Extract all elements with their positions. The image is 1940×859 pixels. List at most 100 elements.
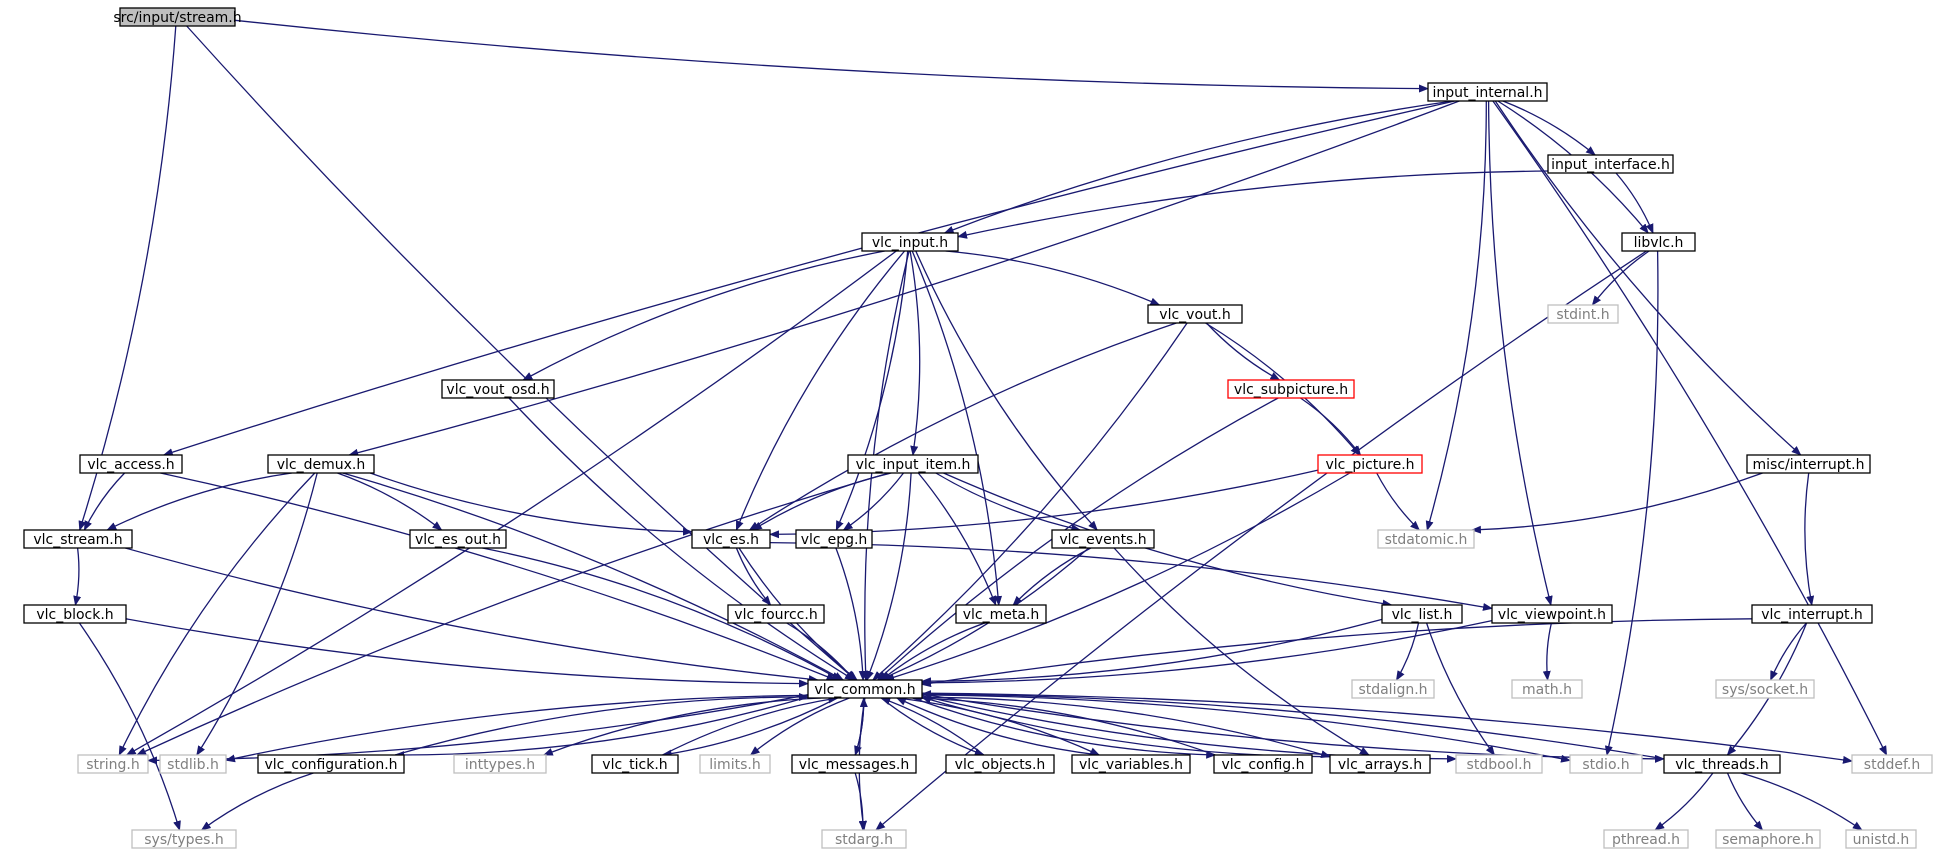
node-label: misc/interrupt.h — [1753, 457, 1865, 473]
node-vlc-events[interactable]: vlc_events.h — [1051, 529, 1155, 549]
edge-vlc_input-to-vlc_epg — [835, 250, 909, 531]
edge-vlc_es-to-vlc_fourcc — [735, 547, 772, 606]
node-label: pthread.h — [1612, 832, 1680, 848]
node-label: vlc_arrays.h — [1338, 757, 1422, 773]
node-vlc-subpicture[interactable]: vlc_subpicture.h — [1227, 379, 1355, 399]
node-label: vlc_vout.h — [1159, 307, 1230, 323]
edge-vlc_vout_osd-to-vlc_common — [508, 397, 855, 681]
edge-vlc_input_item-to-vlc_events — [935, 472, 1082, 532]
node-label: vlc_es_out.h — [415, 532, 501, 548]
node-vlc-picture[interactable]: vlc_picture.h — [1317, 454, 1423, 474]
node-box — [1715, 679, 1815, 699]
node-misc-interrupt[interactable]: misc/interrupt.h — [1746, 454, 1871, 474]
edge-vlc_stream-to-vlc_common — [125, 547, 819, 684]
node-vlc-input[interactable]: vlc_input.h — [861, 232, 959, 252]
node-label: vlc_es.h — [703, 532, 759, 548]
node-vlc-variables[interactable]: vlc_variables.h — [1071, 754, 1191, 774]
node-vlc-demux[interactable]: vlc_demux.h — [267, 454, 375, 474]
node-vlc-es[interactable]: vlc_es.h — [691, 529, 771, 549]
node-box — [1715, 829, 1821, 849]
node-vlc-tick[interactable]: vlc_tick.h — [591, 754, 679, 774]
node-input-interface[interactable]: input_interface.h — [1547, 154, 1674, 174]
node-vlc-input-item[interactable]: vlc_input_item.h — [847, 454, 979, 474]
node-label: stddef.h — [1864, 757, 1920, 773]
node-input-internal[interactable]: input_internal.h — [1427, 82, 1548, 102]
edge-vlc_viewpoint-to-math — [1542, 622, 1553, 681]
node-vlc-es-out[interactable]: vlc_es_out.h — [409, 529, 507, 549]
node-vlc-vout[interactable]: vlc_vout.h — [1147, 304, 1243, 324]
node-vlc-common[interactable]: vlc_common.h — [807, 679, 923, 699]
node-box — [1746, 454, 1871, 474]
edge-vlc_input_item-to-vlc_common — [866, 472, 912, 681]
edge-vlc_demux-to-vlc_stream — [106, 472, 292, 531]
node-label: limits.h — [709, 757, 760, 773]
node-inttypes: inttypes.h — [453, 754, 547, 774]
node-box — [1751, 604, 1873, 624]
node-vlc-access[interactable]: vlc_access.h — [79, 454, 183, 474]
node-label: libvlc.h — [1634, 235, 1684, 251]
edge-vlc_threads-to-vlc_common — [921, 690, 1665, 760]
edge-libvlc-to-stdio — [1604, 250, 1659, 756]
node-vlc-interrupt[interactable]: vlc_interrupt.h — [1751, 604, 1873, 624]
node-label: vlc_subpicture.h — [1234, 382, 1348, 398]
node-stream-h[interactable]: src/input/stream.h — [113, 7, 242, 27]
node-vlc-fourcc[interactable]: vlc_fourcc.h — [727, 604, 825, 624]
edge-vlc_es-to-vlc_viewpoint — [769, 541, 1493, 611]
node-label: stdarg.h — [835, 832, 893, 848]
node-box — [861, 232, 959, 252]
node-label: unistd.h — [1853, 832, 1910, 848]
node-label: vlc_input.h — [872, 235, 948, 251]
node-vlc-configuration[interactable]: vlc_configuration.h — [257, 754, 405, 774]
node-label: inttypes.h — [465, 757, 535, 773]
edge-vlc_common-to-vlc_threads — [921, 693, 1665, 763]
node-pthread: pthread.h — [1603, 829, 1689, 849]
node-vlc-vout-osd[interactable]: vlc_vout_osd.h — [441, 379, 555, 399]
edge-vlc_common-to-inttypes — [542, 697, 822, 756]
edge-misc_interrupt-to-stdatomic — [1470, 472, 1763, 534]
edge-vlc_config-to-vlc_common — [911, 694, 1216, 756]
node-vlc-threads[interactable]: vlc_threads.h — [1663, 754, 1781, 774]
edge-vlc_vout-to-vlc_es — [748, 322, 1177, 531]
node-libvlc[interactable]: libvlc.h — [1621, 232, 1696, 252]
node-box — [1663, 754, 1781, 774]
node-vlc-block[interactable]: vlc_block.h — [23, 604, 127, 624]
edge-input_interface-to-vlc_input — [957, 170, 1549, 239]
node-vlc-meta[interactable]: vlc_meta.h — [955, 604, 1047, 624]
node-box — [1569, 754, 1643, 774]
edge-vlc_input-to-vlc_meta — [911, 250, 1003, 606]
node-box — [945, 754, 1055, 774]
edge-vlc_picture-to-vlc_es — [769, 469, 1319, 539]
edge-libvlc-to-stdarg — [875, 250, 1647, 831]
edge-vlc_demux-to-vlc_es_out — [337, 472, 443, 531]
node-vlc-viewpoint[interactable]: vlc_viewpoint.h — [1491, 604, 1613, 624]
node-box — [955, 604, 1047, 624]
edge-vlc_variables-to-vlc_common — [895, 697, 1100, 756]
node-label: vlc_epg.h — [801, 532, 868, 548]
node-box — [699, 754, 771, 774]
node-vlc-objects[interactable]: vlc_objects.h — [945, 754, 1055, 774]
edge-vlc_events-to-vlc_arrays — [1113, 547, 1370, 756]
node-vlc-list[interactable]: vlc_list.h — [1381, 604, 1463, 624]
node-box — [23, 529, 133, 549]
node-label: vlc_viewpoint.h — [1498, 607, 1606, 623]
node-box — [791, 754, 917, 774]
node-vlc-messages[interactable]: vlc_messages.h — [791, 754, 917, 774]
edge-vlc_input_item-to-vlc_epg — [842, 472, 905, 531]
node-vlc-config[interactable]: vlc_config.h — [1213, 754, 1313, 774]
edge-vlc_threads-to-unistd — [1740, 772, 1863, 831]
node-box — [159, 754, 227, 774]
edge-vlc_common-to-string — [147, 694, 809, 765]
node-string: string.h — [77, 754, 149, 774]
node-box — [1051, 529, 1155, 549]
node-box — [1845, 829, 1917, 849]
node-sys-socket: sys/socket.h — [1715, 679, 1815, 699]
node-stdbool: stdbool.h — [1455, 754, 1543, 774]
node-stddef: stddef.h — [1851, 754, 1933, 774]
node-label: vlc_config.h — [1221, 757, 1304, 773]
node-label: vlc_demux.h — [277, 457, 366, 473]
node-label: stdbool.h — [1467, 757, 1532, 773]
node-vlc-arrays[interactable]: vlc_arrays.h — [1329, 754, 1431, 774]
node-vlc-stream[interactable]: vlc_stream.h — [23, 529, 133, 549]
node-vlc-epg[interactable]: vlc_epg.h — [795, 529, 873, 549]
edge-vlc_block-to-sys_types — [78, 622, 181, 831]
